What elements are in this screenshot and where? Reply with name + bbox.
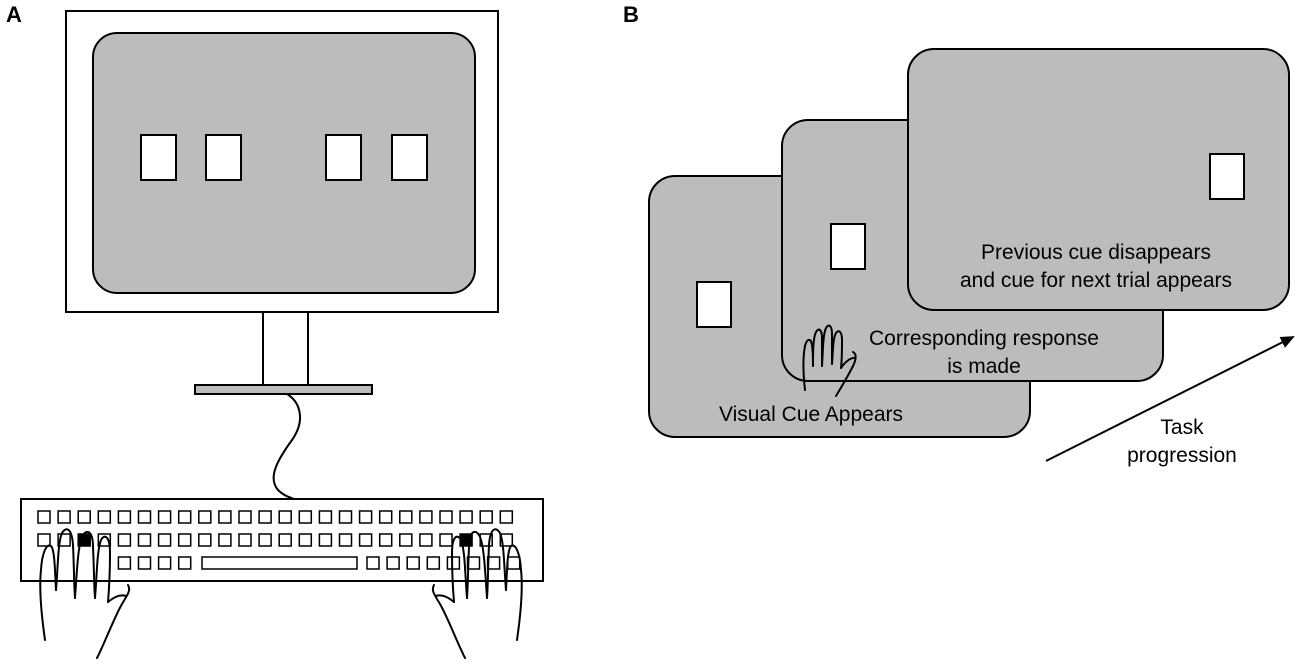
right-hand [431, 528, 523, 659]
keyboard-key [338, 533, 353, 547]
keyboard-key [459, 510, 473, 524]
keyboard-key [439, 533, 453, 547]
keyboard-key [399, 510, 413, 524]
keyboard-key [399, 533, 413, 547]
monitor-base [194, 384, 373, 395]
keyboard-key [117, 556, 132, 570]
keyboard-key [198, 533, 212, 547]
slide-1-cue-box [696, 281, 732, 328]
keyboard-key [358, 533, 373, 547]
keyboard-cable [272, 393, 301, 500]
keyboard-key [318, 510, 333, 524]
keyboard-key [258, 510, 272, 524]
slide-2-caption-line-1: Corresponding response [869, 327, 1099, 350]
keyboard-key [238, 510, 252, 524]
keyboard-key [177, 510, 192, 524]
keyboard-key [419, 510, 433, 524]
pressing-hand-icon [802, 324, 857, 397]
panel-a-label: A [6, 2, 22, 27]
slide-next-trial: Previous cue disappears and cue for next… [907, 48, 1290, 311]
keyboard-key [378, 533, 393, 547]
keyboard-key [446, 556, 461, 570]
keyboard-key [358, 510, 373, 524]
stimulus-box-3 [325, 134, 362, 181]
keyboard-key [198, 510, 212, 524]
monitor-neck [262, 311, 309, 386]
keyboard-key [426, 556, 441, 570]
keyboard-key [157, 510, 172, 524]
keyboard-key [117, 533, 132, 547]
stimulus-box-2 [205, 134, 242, 181]
keyboard-key [177, 533, 192, 547]
monitor [65, 10, 499, 395]
slide-3-screen [907, 48, 1290, 311]
slide-3-cue-box [1209, 153, 1245, 200]
panel-b-label: B [623, 2, 639, 27]
slide-2-cue-box [830, 223, 866, 270]
stimulus-box-1 [140, 134, 177, 181]
keyboard-key [57, 510, 71, 524]
arrow-label-line-2: progression [1127, 444, 1237, 467]
keyboard-key [238, 533, 252, 547]
monitor-screen [92, 32, 476, 294]
slide-1-caption: Visual Cue Appears [719, 403, 903, 426]
keyboard-key [218, 533, 232, 547]
arrow-label-line-1: Task [1160, 416, 1204, 439]
stimulus-box-4 [391, 134, 428, 181]
slide-3-caption-line-1: Previous cue disappears [981, 241, 1211, 264]
keyboard-key [298, 533, 313, 547]
keyboard-key [157, 533, 172, 547]
keyboard-key [77, 510, 91, 524]
keyboard-key [419, 533, 433, 547]
keyboard-key [479, 510, 493, 524]
keyboard-key [137, 510, 152, 524]
keyboard-key [278, 533, 292, 547]
keyboard-key [318, 533, 333, 547]
keyboard-key [37, 510, 51, 524]
keyboard-key [406, 556, 420, 570]
keyboard-key [258, 533, 272, 547]
keyboard-key [298, 510, 313, 524]
task-progression-arrow [1045, 336, 1295, 462]
keyboard-key [137, 556, 152, 570]
keyboard-key [439, 510, 453, 524]
keyboard-key [117, 510, 132, 524]
keyboard-key [386, 556, 400, 570]
keyboard-key [366, 556, 380, 570]
keyboard [20, 498, 544, 582]
panel-a: A [6, 2, 544, 659]
keyboard-key [278, 510, 292, 524]
keyboard-key [499, 510, 514, 524]
keyboard-spacebar [201, 556, 358, 570]
panel-b: B Visual Cue Appears Corresponding respo… [623, 2, 1295, 467]
keyboard-key [338, 510, 353, 524]
keyboard-key [157, 556, 172, 570]
left-hand [39, 528, 131, 659]
keyboard-key [37, 533, 51, 547]
keyboard-key [378, 510, 393, 524]
keyboard-key [506, 556, 521, 570]
keyboard-key [218, 510, 232, 524]
keyboard-key [97, 510, 112, 524]
keyboard-key [177, 556, 192, 570]
slide-3-caption-line-2: and cue for next trial appears [960, 269, 1232, 292]
slide-2-caption-line-2: is made [947, 355, 1021, 378]
keyboard-key [137, 533, 152, 547]
keyboard-key [499, 533, 514, 547]
